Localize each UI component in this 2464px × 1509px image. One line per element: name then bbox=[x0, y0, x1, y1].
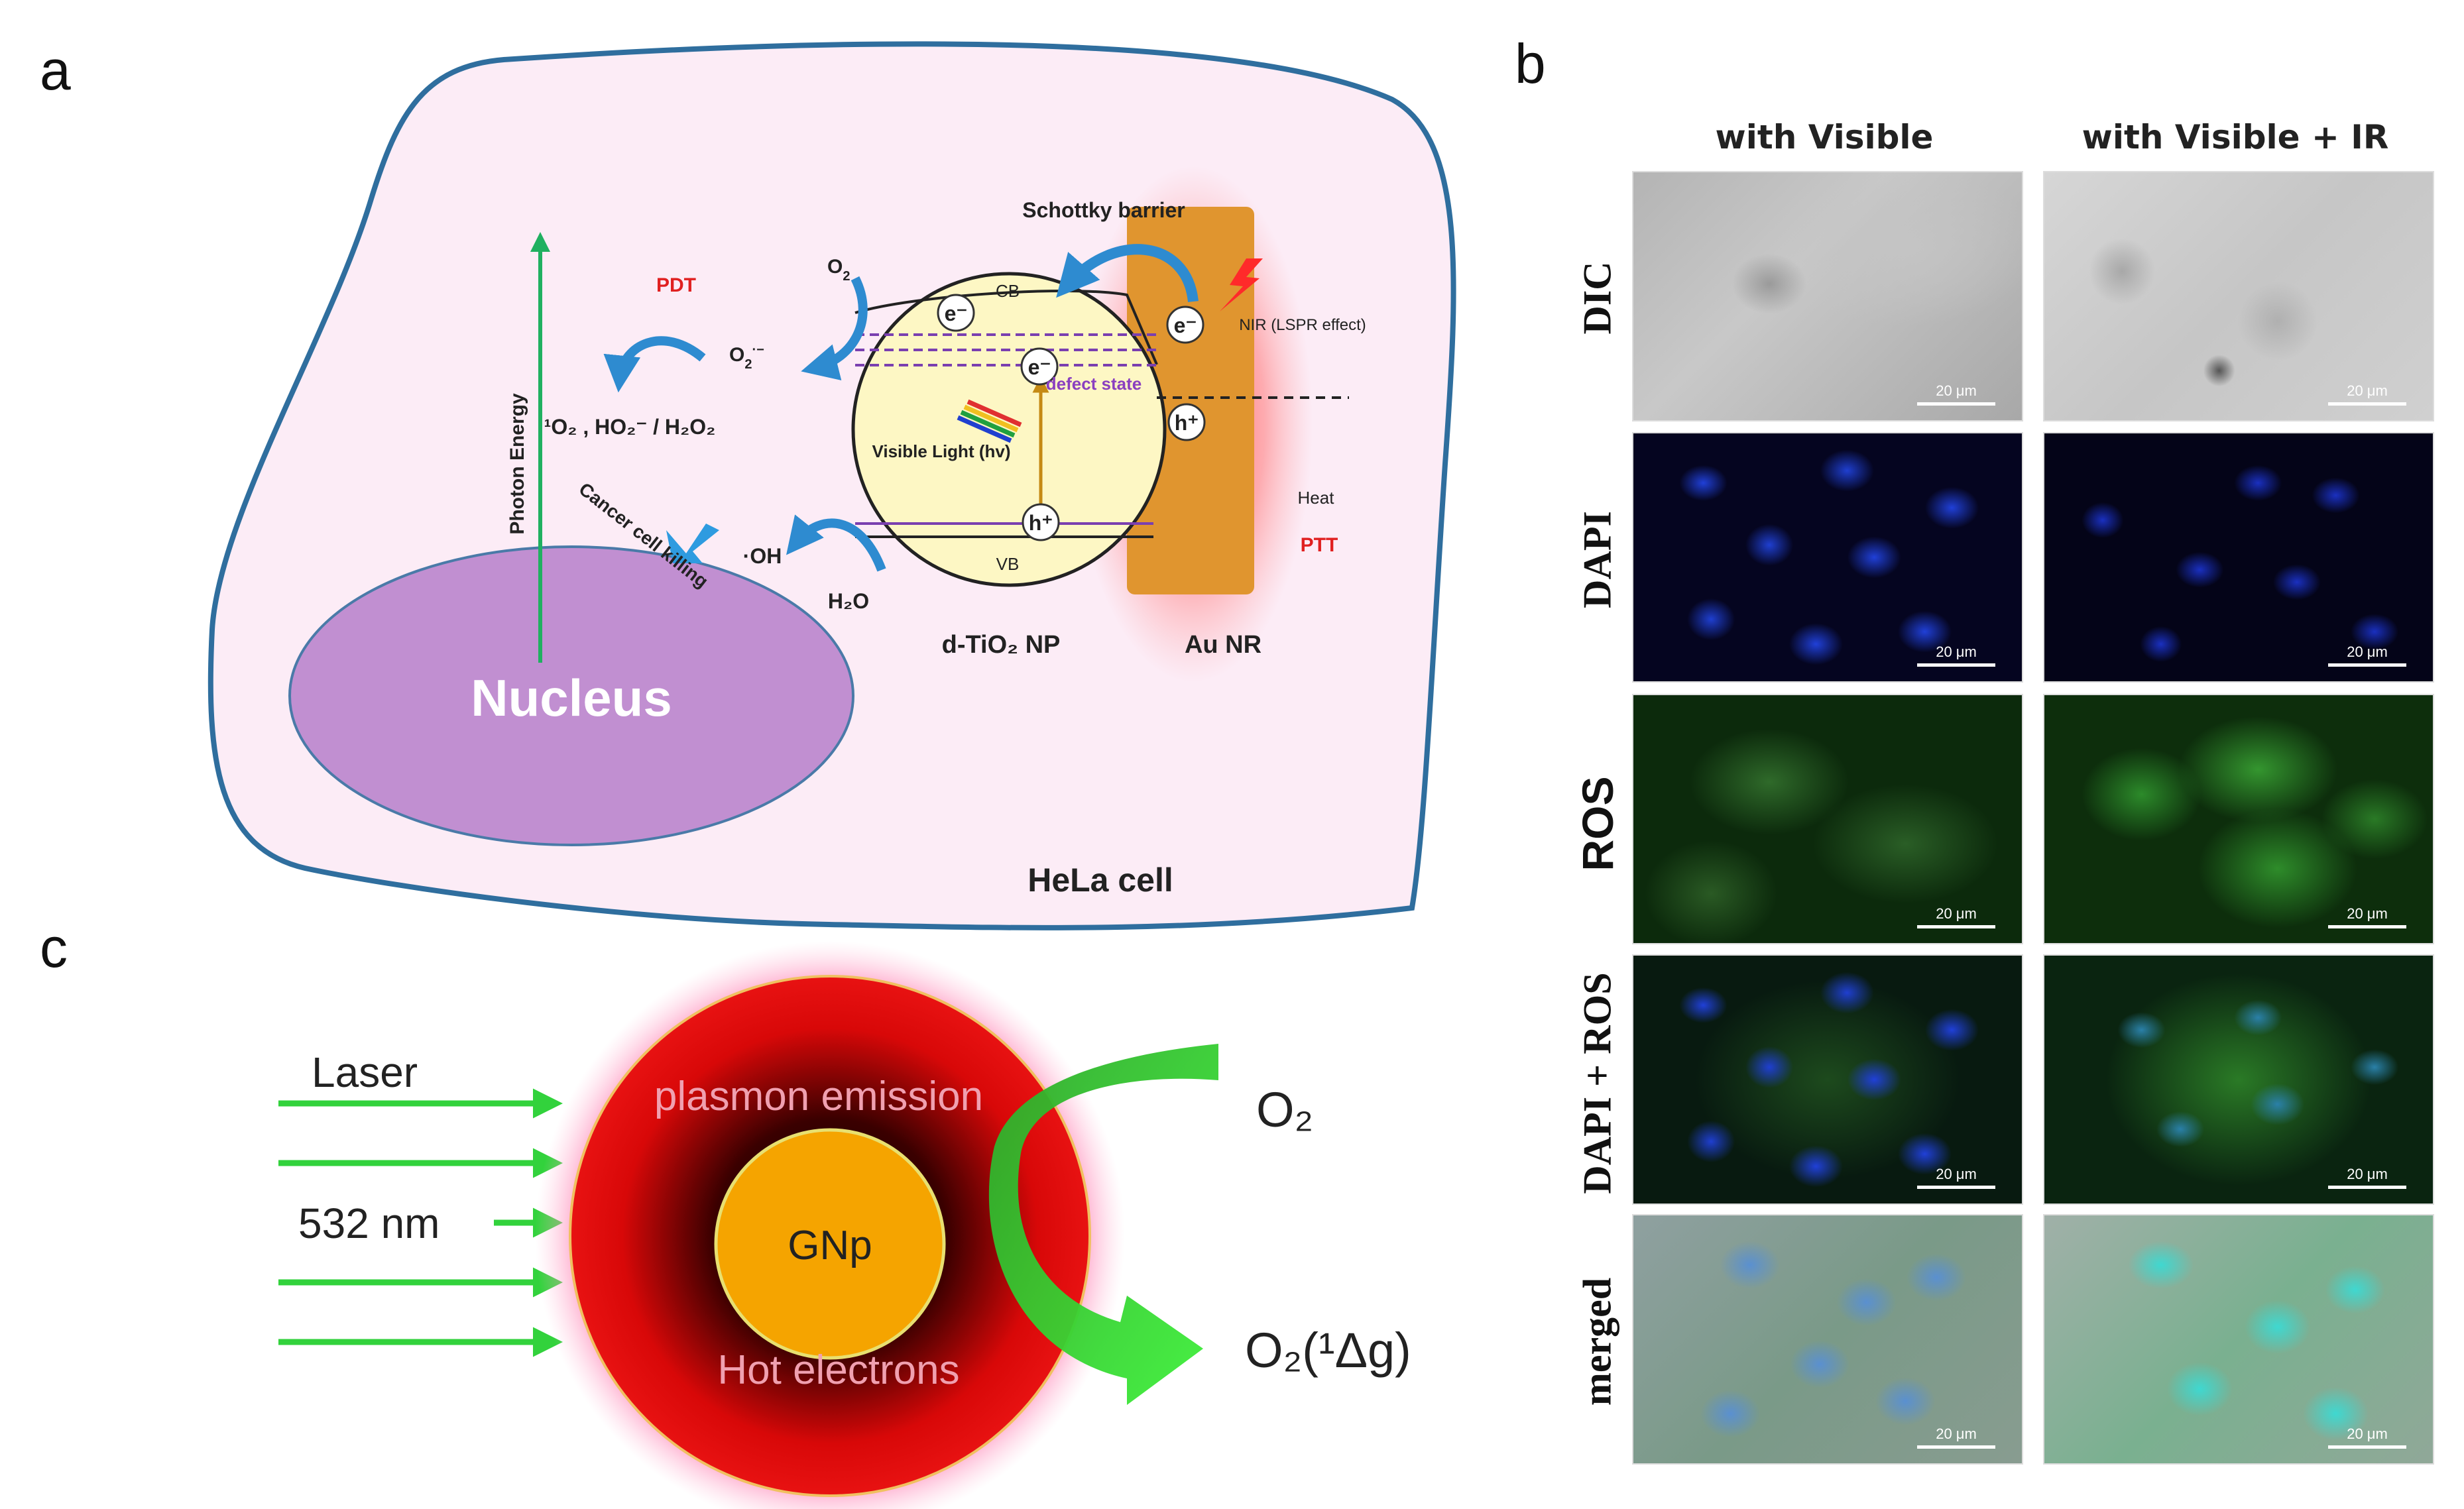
visible-light-icon bbox=[957, 399, 1022, 443]
singlet-oxygen-label: O₂(¹Δg) bbox=[1245, 1323, 1411, 1378]
panel-a-diagram: e⁻ e⁻ h⁺ e⁻ h⁺ PDT PTT Heat Schottky bar… bbox=[207, 41, 1456, 930]
au-nanorod bbox=[1127, 207, 1254, 594]
micrograph-dic-visible-ir: 20 μm bbox=[2043, 171, 2434, 421]
electron-defect bbox=[1020, 347, 1059, 386]
heat-label: Heat bbox=[1298, 488, 1335, 508]
gnp-core bbox=[714, 1128, 946, 1360]
panel-c-diagram: Laser 532 nm GNp plasmon emission Hot el… bbox=[278, 941, 1411, 1509]
superoxide-conversion-arrow bbox=[603, 336, 706, 393]
panel-a-letter: a bbox=[40, 39, 71, 101]
scale-bar: 20 μm bbox=[2328, 1166, 2406, 1189]
scale-bar: 20 μm bbox=[2328, 905, 2406, 928]
hole-vb bbox=[1022, 503, 1060, 541]
hole-au bbox=[1167, 403, 1206, 441]
col-header-visible-ir: with Visible + IR bbox=[2082, 118, 2389, 156]
scale-bar: 20 μm bbox=[2328, 382, 2406, 406]
scale-bar: 20 μm bbox=[1917, 905, 1995, 928]
micrograph-merged-visible: 20 μm bbox=[1632, 1214, 2023, 1465]
panel-b-letter: b bbox=[1515, 32, 1546, 95]
micrograph-dapi-visible-ir: 20 μm bbox=[2043, 432, 2434, 683]
scale-bar: 20 μm bbox=[1917, 382, 1995, 406]
row-label-merged: merged bbox=[1575, 1277, 1619, 1406]
wavelength-label: 532 nm bbox=[298, 1200, 440, 1247]
electron-au-label: e⁻ bbox=[1174, 313, 1197, 337]
oh-label: ·OH bbox=[743, 544, 782, 568]
micrograph-dic-visible: 20 μm bbox=[1632, 171, 2023, 421]
hela-cell-label: HeLa cell bbox=[1027, 862, 1173, 899]
visible-light-label: Visible Light (hv) bbox=[872, 441, 1011, 461]
scale-bar: 20 μm bbox=[1917, 643, 1995, 667]
tio2-label: d-TiO₂ NP bbox=[942, 631, 1061, 659]
water-oxidation-arrow bbox=[786, 514, 886, 572]
row-label-dic: DIC bbox=[1575, 261, 1619, 335]
tio2-nanoparticle bbox=[851, 272, 1167, 587]
electron-cb-label: e⁻ bbox=[945, 302, 968, 325]
gnp-label: GNp bbox=[788, 1223, 872, 1268]
micrograph-dapi-visible: 20 μm bbox=[1632, 432, 2023, 683]
conduction-band bbox=[854, 290, 1158, 365]
o2-label: O₂ bbox=[1256, 1082, 1313, 1137]
micrograph-dapi-ros-visible: 20 μm bbox=[1632, 954, 2023, 1205]
electron-defect-label: e⁻ bbox=[1028, 355, 1051, 379]
panel-c-letter: c bbox=[40, 917, 68, 979]
scale-bar: 20 μm bbox=[2328, 643, 2406, 667]
hole-au-label: h⁺ bbox=[1175, 411, 1199, 435]
singlet-oxygen-arrow bbox=[988, 1044, 1218, 1405]
au-label: Au NR bbox=[1185, 631, 1261, 659]
micrograph-merged-visible-ir: 20 μm bbox=[2043, 1214, 2434, 1465]
o2-reduction-arrow bbox=[801, 276, 868, 380]
scale-bar: 20 μm bbox=[1917, 1425, 1995, 1449]
h2o-label: H₂O bbox=[828, 589, 869, 613]
schottky-label: Schottky barrier bbox=[1022, 198, 1185, 222]
scale-bar: 20 μm bbox=[1917, 1166, 1995, 1189]
row-label-dapi: DAPI bbox=[1575, 511, 1619, 608]
ros-products-label: ¹O₂ , HO₂⁻ / H₂O₂ bbox=[544, 415, 716, 439]
ptt-label: PTT bbox=[1301, 534, 1338, 556]
pdt-label: PDT bbox=[656, 274, 696, 296]
schottky-transfer-arrow bbox=[1056, 244, 1199, 303]
row-label-dapi-ros: DAPI + ROS bbox=[1575, 972, 1619, 1194]
nir-lightning-icon bbox=[1220, 258, 1263, 311]
micrograph-ros-visible-ir: 20 μm bbox=[2043, 694, 2434, 944]
nir-label: NIR (LSPR effect) bbox=[1239, 316, 1366, 334]
micrograph-dapi-ros-visible-ir: 20 μm bbox=[2043, 954, 2434, 1205]
vb-label: VB bbox=[996, 554, 1020, 574]
cb-label: CB bbox=[996, 281, 1020, 301]
laser-label: Laser bbox=[312, 1048, 418, 1096]
hot-electrons-label: Hot electrons bbox=[717, 1347, 959, 1393]
row-label-ros: ROS bbox=[1573, 776, 1622, 871]
photon-energy-label: Photon Energy bbox=[506, 393, 528, 535]
nucleus-label: Nucleus bbox=[471, 669, 672, 727]
plasmon-emission-label: plasmon emission bbox=[654, 1074, 983, 1119]
col-header-visible: with Visible bbox=[1715, 118, 1934, 156]
electron-au bbox=[1166, 306, 1204, 344]
hole-vb-label: h⁺ bbox=[1029, 511, 1053, 535]
nucleus bbox=[288, 545, 854, 846]
cancer-killing-arrow bbox=[666, 524, 719, 563]
micrograph-ros-visible: 20 μm bbox=[1632, 694, 2023, 944]
scale-bar: 20 μm bbox=[2328, 1425, 2406, 1449]
electron-cb bbox=[937, 294, 975, 332]
defect-state-label: defect state bbox=[1046, 374, 1142, 394]
